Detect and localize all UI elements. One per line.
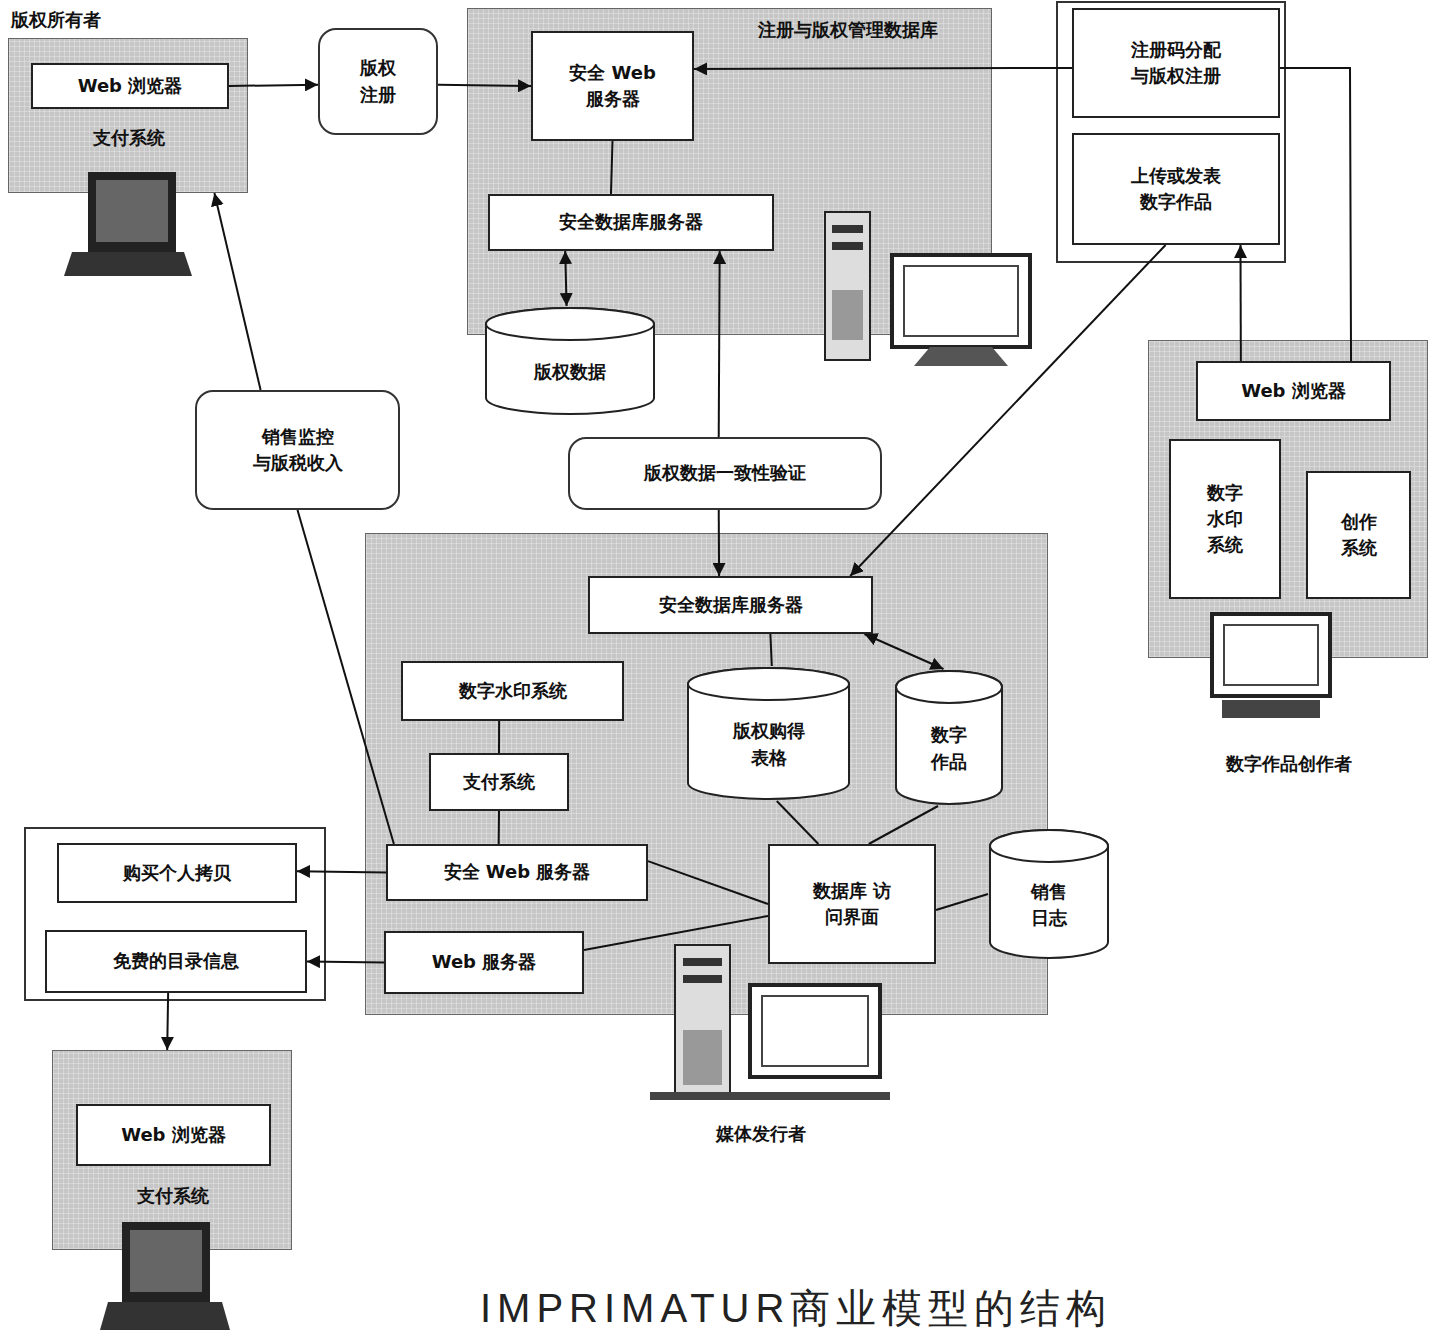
connector bbox=[1239, 245, 1241, 361]
node-label: 数字水印系统 bbox=[459, 678, 567, 704]
connector bbox=[498, 721, 500, 753]
service-frame bbox=[1057, 2, 1285, 262]
rounded-box: 销售监控 与版税收入 bbox=[195, 390, 400, 510]
node-label: Web 浏览器 bbox=[1241, 378, 1346, 404]
group-label: 数字作品创作者 bbox=[1179, 751, 1399, 777]
process-box: 数字水印系统 bbox=[401, 661, 624, 721]
rounded-box: 版权 注册 bbox=[318, 28, 438, 135]
connector bbox=[718, 510, 720, 576]
group-label: 注册与版权管理数据库 bbox=[708, 17, 988, 43]
process-box: 数据库 访问界面 bbox=[768, 844, 936, 964]
caption: IMPRIMATUR商业模型的结构 bbox=[480, 1284, 1380, 1332]
connector bbox=[498, 811, 500, 844]
node-label: 安全数据库服务器 bbox=[659, 592, 803, 618]
process-box: 创作 系统 bbox=[1306, 471, 1411, 599]
connector bbox=[166, 993, 169, 1050]
node-label: 免费的目录信息 bbox=[113, 948, 239, 974]
group-panel: 媒体发行者安全数据库服务器数字水印系统版权购得 表格数字 作品支付系统安全 We… bbox=[365, 533, 1048, 1015]
node-label: 购买个人拷贝 bbox=[123, 860, 231, 886]
group-label: 媒体发行者 bbox=[666, 1121, 856, 1147]
node-label: 安全数据库服务器 bbox=[559, 209, 703, 235]
process-box: Web 浏览器 bbox=[1196, 361, 1391, 421]
process-box: Web 浏览器 bbox=[31, 63, 229, 109]
node-label: 版权数据 bbox=[534, 359, 606, 385]
connector bbox=[214, 193, 260, 390]
node-label: 创作 系统 bbox=[1334, 509, 1384, 561]
node-label: 销售监控 与版税收入 bbox=[253, 424, 343, 476]
group-label: 版权所有者 bbox=[11, 7, 249, 33]
connector bbox=[438, 85, 531, 86]
rounded-box: 版权数据一致性验证 bbox=[568, 437, 882, 510]
node-label: 支付系统 bbox=[463, 769, 535, 795]
database-cylinder: 销售 日志 bbox=[988, 828, 1110, 960]
node-label: 数字 作品 bbox=[924, 722, 974, 774]
node-label: 销售 日志 bbox=[1024, 879, 1074, 931]
process-box: 安全 Web 服务器 bbox=[531, 31, 694, 141]
process-box: Web 浏览器 bbox=[76, 1104, 271, 1166]
connector bbox=[1280, 68, 1351, 361]
connector bbox=[694, 68, 1072, 69]
connector bbox=[297, 871, 386, 872]
monitor-icon bbox=[1212, 614, 1330, 718]
process-box: 安全数据库服务器 bbox=[588, 576, 873, 634]
node-label: Web 浏览器 bbox=[78, 73, 183, 99]
connector bbox=[229, 85, 318, 86]
node-label: 数字 水印 系统 bbox=[1200, 480, 1250, 558]
process-box: Web 服务器 bbox=[384, 931, 584, 994]
group-panel: 数字作品创作者Web 浏览器数字 水印 系统创作 系统 bbox=[1148, 340, 1428, 658]
database-cylinder: 版权购得 表格 bbox=[686, 666, 851, 801]
node-label: 上传或发表 数字作品 bbox=[1121, 163, 1231, 215]
node-label: 版权数据一致性验证 bbox=[644, 460, 806, 486]
node-label: 安全 Web 服务器 bbox=[444, 859, 591, 885]
group-label: 支付系统 bbox=[53, 1183, 293, 1209]
connector bbox=[307, 962, 384, 963]
node-label: 注册码分配 与版权注册 bbox=[1121, 37, 1231, 89]
process-box: 安全 Web 服务器 bbox=[386, 844, 648, 901]
process-box: 数字 水印 系统 bbox=[1169, 439, 1281, 599]
connector bbox=[770, 634, 771, 666]
database-cylinder: 版权数据 bbox=[484, 306, 656, 416]
offer-frame bbox=[25, 828, 325, 1000]
process-box: 上传或发表 数字作品 bbox=[1072, 133, 1280, 245]
group-panel: 版权所有者支付系统Web 浏览器 bbox=[8, 38, 248, 193]
connector bbox=[565, 251, 566, 306]
node-label: Web 服务器 bbox=[432, 949, 537, 975]
process-box: 购买个人拷贝 bbox=[57, 843, 297, 903]
node-label: 数据库 访问界面 bbox=[807, 878, 897, 930]
node-label: 版权购得 表格 bbox=[724, 718, 814, 770]
connector bbox=[850, 245, 1165, 576]
group-label: 支付系统 bbox=[9, 125, 249, 151]
process-box: 注册码分配 与版权注册 bbox=[1072, 8, 1280, 118]
node-label: 版权 注册 bbox=[353, 55, 403, 107]
process-box: 支付系统 bbox=[429, 753, 569, 811]
group-panel: 支付系统 Web 浏览器 bbox=[52, 1050, 292, 1250]
node-label: Web 浏览器 bbox=[121, 1122, 226, 1148]
database-cylinder: 数字 作品 bbox=[894, 669, 1004, 806]
node-label: 安全 Web 服务器 bbox=[563, 60, 663, 112]
process-box: 安全数据库服务器 bbox=[488, 194, 774, 251]
process-box: 免费的目录信息 bbox=[45, 930, 307, 993]
